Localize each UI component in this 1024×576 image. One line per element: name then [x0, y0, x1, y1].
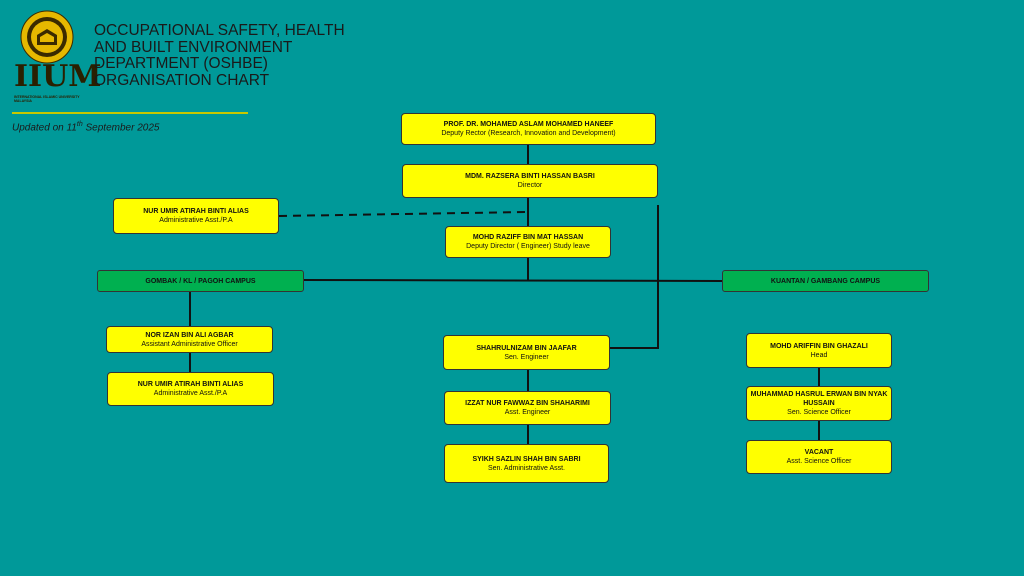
director-name: MDM. RAZSERA BINTI HASSAN BASRI [465, 173, 595, 180]
right-staff-3-name: VACANT [804, 449, 834, 456]
deputy-rector-position: Deputy Rector (Research, Innovation and … [441, 130, 616, 137]
middle-staff-3-name: SYIKH SAZLIN SHAH BIN SABRI [472, 455, 581, 463]
middle-staff-2-name: IZZAT NUR FAWWAZ BIN SHAHARIMI [465, 400, 590, 407]
middle-staff-2-position: Asst. Engineer [504, 409, 551, 416]
right-staff-1-name: MOHD ARIFFIN BIN GHAZALI [770, 342, 868, 350]
middle-staff-1-position: Sen. Engineer [504, 353, 549, 361]
right-staff-2-name: MUHAMMAD HASRUL ERWAN BIN NYAK HUSSAIN [750, 391, 888, 407]
pa-box: NUR UMIR ATIRAH BINTI ALIAS Administrati… [113, 198, 279, 234]
deputy-director-name: MOHD RAZIFF BIN MAT HASSAN [472, 234, 584, 241]
logo-subtext: INTERNATIONAL ISLAMIC UNIVERSITY MALAYSI… [14, 95, 80, 103]
pa-position: Administrative Asst./P.A [159, 217, 233, 224]
logo-text: IIUM [14, 59, 102, 94]
title-line-2: AND BUILT ENVIRONMENT [94, 38, 293, 56]
left-staff-1: NOR IZAN BIN ALI AGBAR Assistant Adminis… [106, 326, 273, 353]
deputy-rector-box: PROF. DR. MOHAMED ASLAM MOHAMED HANEEF D… [401, 113, 656, 145]
right-staff-1: MOHD ARIFFIN BIN GHAZALI Head [746, 333, 892, 368]
middle-staff-2: IZZAT NUR FAWWAZ BIN SHAHARIMI Asst. Eng… [444, 391, 611, 425]
right-staff-1-position: Head [810, 351, 828, 359]
director-position: Director [517, 182, 543, 189]
left-staff-2: NUR UMIR ATIRAH BINTI ALIAS Administrati… [107, 372, 274, 406]
deputy-director-box: MOHD RAZIFF BIN MAT HASSAN Deputy Direct… [445, 226, 611, 258]
left-staff-2-name: NUR UMIR ATIRAH BINTI ALIAS [137, 381, 244, 388]
title-line-4: ORGANISATION CHART [94, 71, 270, 89]
campus-right-bar: KUANTAN / GAMBANG CAMPUS [722, 270, 929, 292]
middle-staff-3-position: Sen. Administrative Asst. [487, 464, 566, 472]
left-staff-1-position: Assistant Administrative Officer [141, 340, 238, 348]
right-staff-2: MUHAMMAD HASRUL ERWAN BIN NYAK HUSSAIN S… [746, 386, 892, 421]
right-staff-3: VACANT Asst. Science Officer [746, 440, 892, 474]
middle-staff-1: SHAHRULNIZAM BIN JAAFAR Sen. Engineer [443, 335, 610, 370]
page-title: OCCUPATIONAL SAFETY, HEALTH AND BUILT EN… [94, 22, 354, 89]
campus-left-bar: GOMBAK / KL / PAGOH CAMPUS [97, 270, 304, 292]
right-staff-2-position: Sen. Science Officer [787, 409, 851, 416]
middle-staff-1-name: SHAHRULNIZAM BIN JAAFAR [476, 344, 577, 352]
right-staff-3-position: Asst. Science Officer [786, 458, 852, 465]
pa-name: NUR UMIR ATIRAH BINTI ALIAS [143, 208, 249, 215]
title-line-3: DEPARTMENT (OSHBE) [94, 55, 268, 72]
left-staff-1-name: NOR IZAN BIN ALI AGBAR [145, 331, 234, 339]
deputy-director-position: Deputy Director ( Engineer) Study leave [466, 243, 590, 250]
deputy-rector-name: PROF. DR. MOHAMED ASLAM MOHAMED HANEEF [443, 121, 614, 128]
title-underline [12, 112, 248, 114]
director-box: MDM. RAZSERA BINTI HASSAN BASRI Director [402, 164, 658, 198]
updated-date: Updated on 11th September 2025 [12, 121, 160, 134]
iium-logo-icon [20, 10, 74, 64]
left-staff-2-position: Administrative Asst./P.A [153, 390, 228, 397]
title-line-1: OCCUPATIONAL SAFETY, HEALTH [94, 22, 345, 39]
middle-staff-3: SYIKH SAZLIN SHAH BIN SABRI Sen. Adminis… [444, 444, 609, 483]
